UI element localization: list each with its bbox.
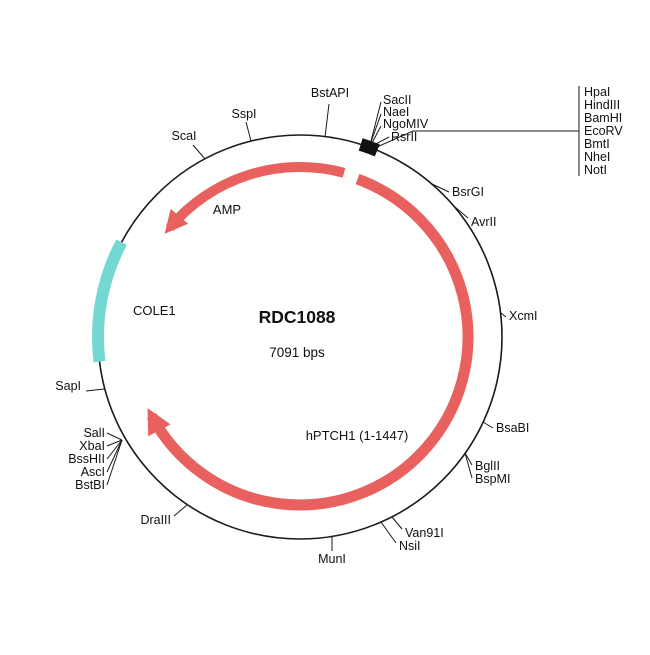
tick-bsrgi	[431, 183, 450, 193]
leader-rsrii	[373, 136, 390, 146]
feature-label-cole1: COLE1	[133, 303, 176, 318]
tick-bsabi	[482, 421, 494, 429]
tick-avrii	[454, 206, 469, 219]
leader-polylinker-group	[376, 130, 579, 148]
site-label-hpai: HpaI	[584, 85, 610, 99]
site-label-bsshii: BssHII	[68, 452, 105, 466]
site-label-bamhi: BamHI	[584, 111, 622, 125]
site-label-bsabi: BsaBI	[496, 421, 529, 435]
plasmid-backbone-circle	[97, 134, 503, 540]
site-label-noti: NotI	[584, 163, 607, 177]
site-label-xcmi: XcmI	[509, 309, 537, 323]
site-label-rsrii: RsrII	[391, 130, 417, 144]
leader-bspmi	[464, 452, 473, 479]
site-label-hindiii: HindIII	[584, 98, 620, 112]
site-label-bstapi: BstAPI	[311, 86, 349, 100]
leader-asci	[106, 439, 123, 473]
feature-label-hptch1: hPTCH1 (1-1447)	[306, 428, 409, 443]
cole1-origin-arc	[92, 239, 127, 363]
site-label-sacii: SacII	[383, 93, 412, 107]
leader-ngomiv	[371, 125, 382, 144]
site-label-nsii: NsiI	[399, 539, 421, 553]
feature-label-amp: AMP	[213, 202, 241, 217]
leader-sali	[106, 432, 123, 441]
leader-bglii	[464, 452, 473, 466]
hptch1-gene-arrow	[146, 173, 474, 511]
leader-xbai	[106, 439, 123, 447]
site-label-bglii: BglII	[475, 459, 500, 473]
amp-gene-arrow	[164, 162, 346, 234]
plasmid-size: 7091 bps	[269, 345, 325, 360]
site-label-ngomiv: NgoMIV	[383, 117, 429, 131]
site-label-bspmi: BspMI	[475, 472, 510, 486]
polylinker-marker	[358, 138, 380, 157]
site-label-sspi: SspI	[231, 107, 256, 121]
leader-bsshii	[106, 439, 123, 460]
site-label-xbai: XbaI	[79, 439, 105, 453]
site-label-bsrgi: BsrGI	[452, 185, 484, 199]
tick-sspi	[245, 121, 252, 142]
leader-bstbi	[106, 439, 123, 486]
tick-xcmi	[500, 312, 507, 318]
leader-nsii	[380, 521, 397, 544]
leader-sacii	[370, 101, 382, 142]
tick-scai	[192, 144, 206, 160]
site-label-scai: ScaI	[171, 129, 196, 143]
site-label-sapi: SapI	[55, 379, 81, 393]
site-label-draiii: DraIII	[140, 513, 171, 527]
site-label-avrii: AvrII	[471, 215, 496, 229]
site-label-bstbi: BstBI	[75, 478, 105, 492]
leader-naei	[370, 113, 382, 143]
site-label-muni: MunI	[318, 552, 346, 566]
site-label-nhei: NheI	[584, 150, 610, 164]
tick-bstapi	[324, 103, 330, 138]
site-label-sali: SalI	[83, 426, 105, 440]
site-label-ecorv: EcoRV	[584, 124, 623, 138]
site-label-asci: AscI	[81, 465, 105, 479]
tick-sapi	[85, 388, 105, 392]
tick-draiii	[173, 504, 188, 517]
leader-van91i	[391, 516, 403, 530]
plasmid-name: RDC1088	[259, 307, 336, 327]
site-label-van91i: Van91I	[405, 526, 444, 540]
site-label-bmti: BmtI	[584, 137, 610, 151]
site-label-naei: NaeI	[383, 105, 409, 119]
